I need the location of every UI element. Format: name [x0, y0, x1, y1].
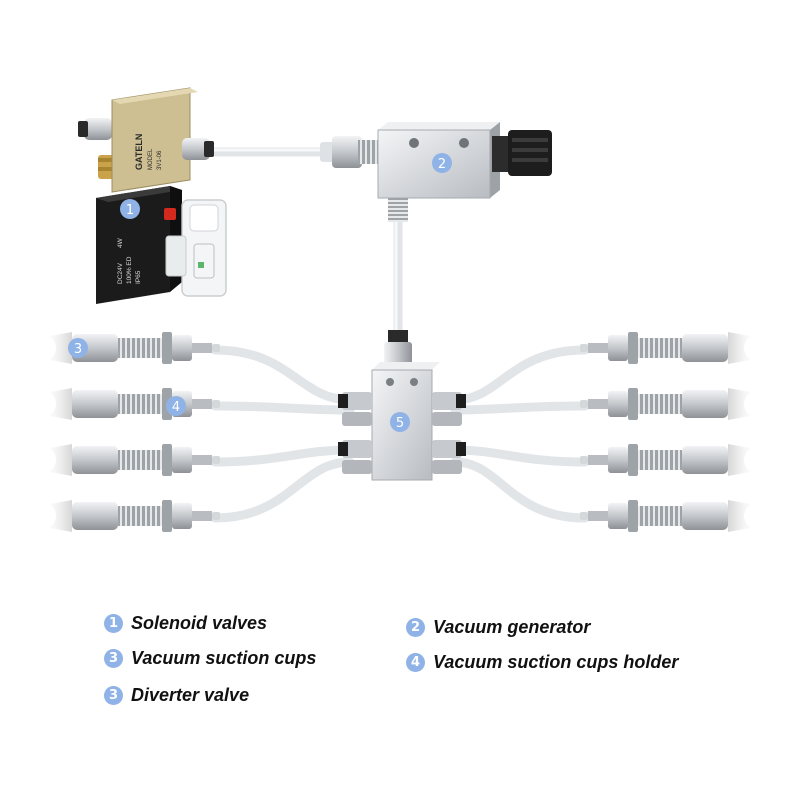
right-suction-cup-row-3 [580, 444, 750, 476]
legend-item-generator: 2 Vacuum generator [406, 615, 590, 639]
generator-inlet-fitting [332, 136, 362, 168]
coil-housing [96, 186, 170, 304]
silencer-icon [508, 130, 552, 176]
tube-right-4 [450, 457, 590, 523]
right-suction-cup-row-1 [580, 332, 750, 364]
coil-watt-text: 4W [117, 237, 124, 248]
air-tubes [200, 147, 590, 523]
manual-override-button-icon [164, 208, 176, 220]
legend-item-diverter: 3 Diverter valve [104, 683, 249, 707]
left-suction-cup-row-2 [50, 388, 220, 420]
legend-badge: 4 [406, 652, 425, 672]
legend-item-cups: 3 Vacuum suction cups [104, 646, 316, 670]
suction-cup-icon [50, 500, 72, 532]
suction-cup-icon [50, 388, 72, 420]
cup-spring [118, 394, 168, 414]
tube-left-2 [210, 401, 355, 415]
left-suction-cup-row-4 [50, 500, 220, 532]
coil-voltage-text: DC24V [117, 262, 124, 284]
legend-label: Vacuum suction cups holder [433, 651, 679, 672]
tube-highlights [203, 148, 398, 340]
legend-badge: 3 [104, 648, 123, 668]
badge-1 [120, 199, 140, 219]
suction-cup-icon [728, 500, 750, 532]
vacuum-generator: 2 [320, 122, 552, 222]
cup-spring [118, 450, 168, 470]
tube-right-2 [450, 401, 590, 415]
tube-left-4 [210, 457, 355, 523]
valve-model-label: MODEL [148, 148, 154, 170]
legend-badge: 1 [104, 613, 123, 633]
badge-1-text: 1 [126, 203, 134, 218]
legend-badge: 3 [104, 685, 123, 705]
diverter-valve: 5 [338, 330, 466, 481]
right-suction-cup-row-2 [580, 388, 750, 420]
diverter-block [371, 369, 433, 481]
suction-cup-icon [728, 388, 750, 420]
coil-duty-text: 100% ED [126, 256, 133, 284]
legend: 1 Solenoid valves 2 Vacuum generator 3 V… [0, 600, 800, 800]
legend-label: Solenoid valves [131, 612, 268, 633]
badge-4-text: 4 [172, 400, 180, 415]
connector-plug-icon [165, 199, 227, 297]
badge-3-text: 3 [74, 342, 82, 357]
badge-4 [166, 396, 186, 416]
cup-spring [118, 338, 168, 358]
valve-model-text: 3V1-06 [157, 150, 163, 170]
valve-inlet-fitting [84, 118, 112, 140]
badge-5-text: 5 [396, 416, 404, 431]
badge-3 [68, 338, 88, 358]
cup-spring [118, 506, 168, 526]
tube-right-3 [450, 445, 590, 467]
legend-badge: 2 [406, 617, 425, 637]
badge-2 [432, 153, 452, 173]
suction-cup-icon [50, 444, 72, 476]
tube-left-3 [210, 445, 355, 467]
suction-cup-icon [728, 444, 750, 476]
legend-item-holder: 4 Vacuum suction cups holder [406, 650, 678, 674]
tube-right-1 [450, 345, 590, 405]
legend-label: Vacuum generator [433, 616, 591, 637]
suction-cup-icon [728, 332, 750, 364]
right-suction-cup-row-4 [580, 500, 750, 532]
legend-label: Vacuum suction cups [131, 647, 317, 668]
legend-item-solenoid: 1 Solenoid valves [104, 611, 267, 635]
valve-brand-text: GATELN [134, 134, 144, 170]
solenoid-valve: GATELN MODEL 3V1-06 DC24V 4W 100% ED IP6… [78, 87, 227, 304]
left-suction-cup-row-3 [50, 444, 220, 476]
badge-2-text: 2 [438, 157, 446, 172]
pneumatic-assembly-diagram: GATELN MODEL 3V1-06 DC24V 4W 100% ED IP6… [50, 87, 750, 532]
coil-ip-text: IP65 [135, 270, 142, 284]
legend-label: Diverter valve [131, 684, 250, 705]
tube-left-1 [210, 345, 355, 405]
suction-cup-icon [50, 332, 72, 364]
badge-5 [390, 412, 410, 432]
valve-outlet-fitting [182, 138, 210, 160]
